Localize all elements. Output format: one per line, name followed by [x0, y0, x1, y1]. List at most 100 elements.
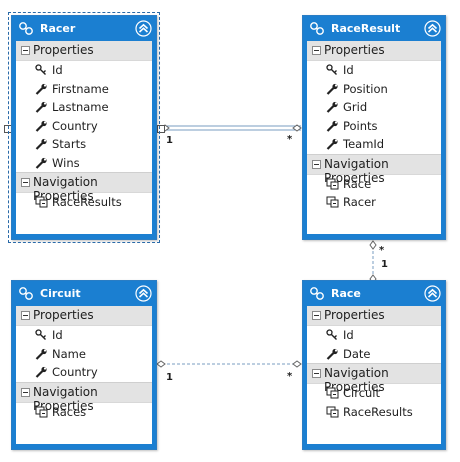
entity-type-icon — [310, 287, 324, 300]
entity-header[interactable]: Circuit — [12, 281, 156, 306]
entity-circuit[interactable]: Circuit Properties Id Name Country Navig… — [11, 280, 157, 450]
property-row[interactable]: Country — [16, 117, 152, 136]
property-row[interactable]: Firstname — [16, 80, 152, 99]
collapse-minus-icon[interactable] — [21, 311, 30, 320]
navigation-property-row[interactable]: RaceResults — [307, 403, 441, 422]
properties-section-header[interactable]: Properties — [307, 41, 441, 61]
wrench-property-icon — [35, 138, 47, 150]
section-label: Properties — [33, 43, 94, 57]
wrench-property-icon — [35, 366, 47, 378]
property-label: RaceResults — [343, 404, 413, 419]
entity-racer[interactable]: Racer Properties Id Firstname Lastname C… — [8, 12, 160, 243]
properties-section-header[interactable]: Properties — [16, 41, 152, 61]
property-label: TeamId — [343, 137, 385, 151]
properties-section-header[interactable]: Properties — [16, 306, 152, 326]
properties-section-header[interactable]: Properties — [307, 306, 441, 326]
entity-header[interactable]: RaceResult — [303, 16, 445, 41]
property-row[interactable]: Starts — [16, 135, 152, 154]
key-property-icon — [326, 64, 337, 75]
navigation-property-row[interactable]: Racer — [307, 193, 441, 212]
multiplicity-race-end: 1 — [381, 259, 388, 270]
property-label: Firstname — [52, 81, 109, 96]
property-label: Id — [52, 63, 63, 77]
property-row[interactable]: Position — [307, 80, 441, 99]
navigation-property-row[interactable]: Circuit — [307, 384, 441, 403]
double-chevron-up-icon[interactable] — [424, 285, 441, 302]
property-row[interactable]: TeamId — [307, 135, 441, 154]
property-label: Position — [343, 81, 388, 96]
wrench-property-icon — [35, 348, 47, 360]
double-chevron-up-icon[interactable] — [135, 20, 152, 37]
multiplicity-race-end: * — [287, 371, 293, 382]
section-label: Properties — [324, 43, 385, 57]
property-row[interactable]: Date — [307, 345, 441, 364]
multiplicity-raceresult-end: * — [379, 245, 385, 256]
navigation-property-icon — [326, 196, 339, 208]
property-label: Circuit — [343, 386, 381, 400]
entity-title: RaceResult — [331, 22, 401, 35]
navigation-property-row[interactable]: RaceResults — [16, 193, 152, 212]
navigation-section-header[interactable]: Navigation Properties — [16, 172, 152, 203]
association-end-diamond — [292, 360, 302, 368]
entity-raceresult[interactable]: RaceResult Properties Id Position Grid P… — [302, 15, 446, 240]
wrench-property-icon — [35, 120, 47, 132]
navigation-property-row[interactable]: Races — [16, 403, 152, 422]
property-label: Wins — [52, 155, 80, 170]
section-label: Navigation Properties — [324, 366, 389, 394]
section-label: Properties — [324, 308, 385, 322]
entity-header[interactable]: Racer — [12, 16, 156, 41]
association-racer-raceresult[interactable] — [160, 124, 302, 132]
collapse-minus-icon[interactable] — [21, 178, 30, 187]
collapse-minus-icon[interactable] — [312, 311, 321, 320]
collapse-minus-icon[interactable] — [312, 46, 321, 55]
property-label: Lastname — [52, 100, 109, 114]
navigation-section-header[interactable]: Navigation Properties — [307, 363, 441, 394]
section-label: Navigation Properties — [324, 156, 389, 185]
property-row[interactable]: Id — [16, 61, 152, 80]
multiplicity-raceresult-end: * — [287, 134, 293, 145]
double-chevron-up-icon[interactable] — [135, 285, 152, 302]
multiplicity-circuit-end: 1 — [166, 372, 173, 383]
collapse-minus-icon[interactable] — [21, 387, 30, 397]
property-row[interactable]: Grid — [307, 98, 441, 117]
entity-race[interactable]: Race Properties Id Date Navigation Prope… — [302, 280, 446, 450]
navigation-property-icon — [35, 196, 48, 208]
entity-title: Racer — [40, 22, 76, 35]
collapse-minus-icon[interactable] — [21, 46, 30, 55]
navigation-property-row[interactable]: Race — [307, 175, 441, 194]
property-label: Id — [52, 328, 63, 342]
double-chevron-up-icon[interactable] — [424, 20, 441, 37]
wrench-property-icon — [326, 120, 338, 132]
property-label: Name — [52, 346, 86, 361]
wrench-property-icon — [326, 101, 338, 113]
entity-header[interactable]: Race — [303, 281, 445, 306]
association-circuit-race[interactable] — [156, 360, 302, 368]
association-raceresult-race[interactable] — [369, 240, 377, 284]
wrench-property-icon — [326, 138, 338, 150]
association-end-diamond — [292, 124, 302, 132]
key-property-icon — [35, 64, 46, 75]
selection-handle-right[interactable] — [157, 125, 165, 133]
property-row[interactable]: Name — [16, 345, 152, 364]
property-row[interactable]: Lastname — [16, 98, 152, 117]
property-row[interactable]: Wins — [16, 154, 152, 173]
section-label: Navigation Properties — [33, 384, 98, 413]
entity-type-icon — [19, 287, 33, 300]
property-row[interactable]: Id — [307, 61, 441, 80]
property-label: Races — [52, 404, 87, 419]
entity-title: Race — [331, 287, 361, 300]
property-label: Racer — [343, 195, 376, 209]
wrench-property-icon — [35, 83, 47, 95]
collapse-minus-icon[interactable] — [312, 159, 321, 169]
property-label: Starts — [52, 137, 87, 151]
collapse-minus-icon[interactable] — [312, 369, 321, 378]
property-row[interactable]: Id — [16, 326, 152, 345]
wrench-property-icon — [35, 157, 47, 169]
wrench-property-icon — [35, 101, 47, 113]
property-row[interactable]: Id — [307, 326, 441, 345]
property-row[interactable]: Country — [16, 363, 152, 382]
navigation-section-header[interactable]: Navigation Properties — [16, 381, 152, 413]
property-row[interactable]: Points — [307, 117, 441, 136]
navigation-section-header[interactable]: Navigation Properties — [307, 153, 441, 185]
key-property-icon — [326, 329, 337, 340]
